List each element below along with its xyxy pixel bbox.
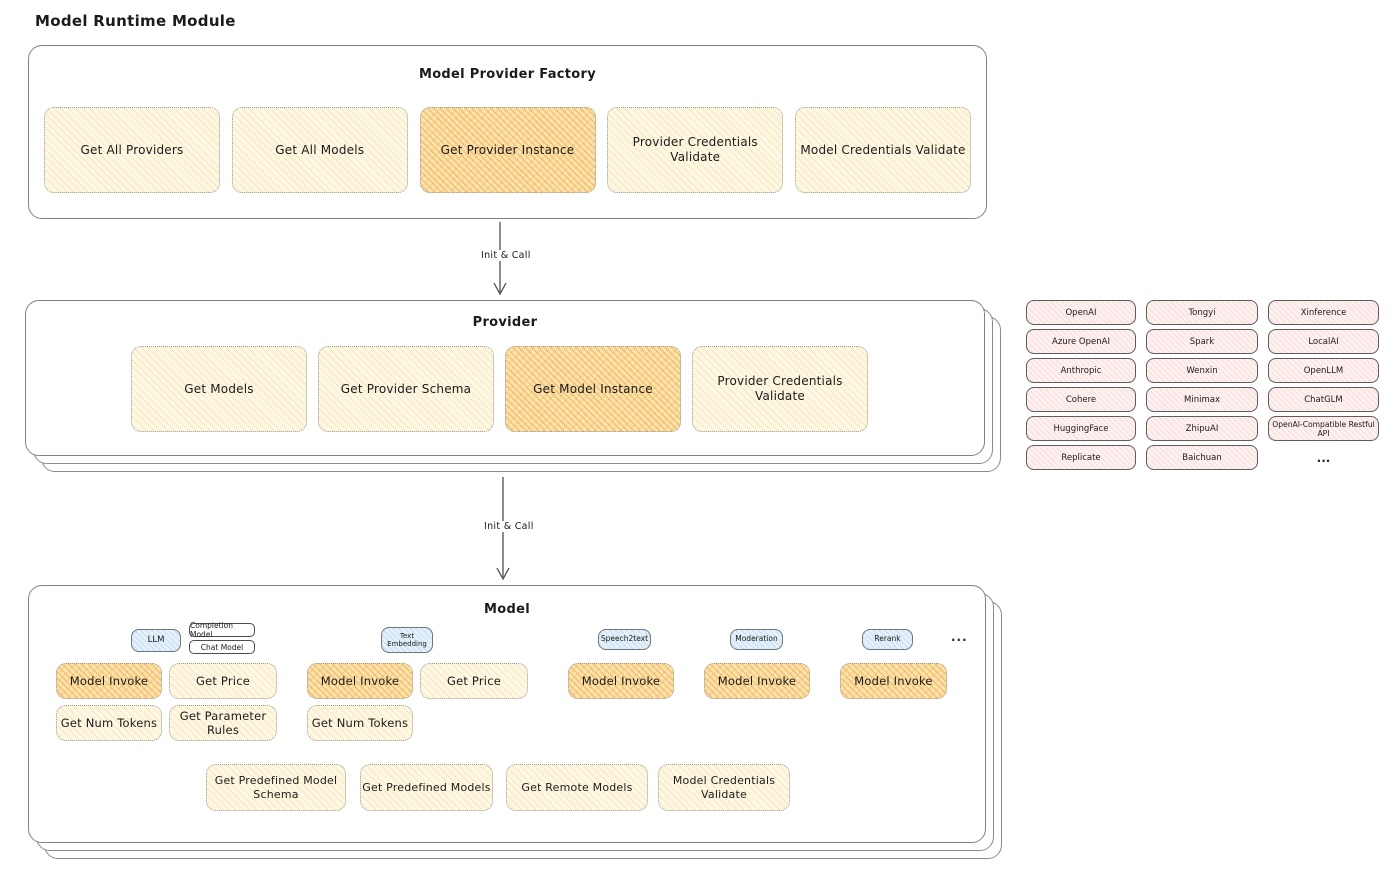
node-embedding-get-price[interactable]: Get Price — [420, 663, 528, 699]
provider-pill-anthropic[interactable]: Anthropic — [1026, 358, 1136, 383]
provider-pill-localai[interactable]: LocalAI — [1268, 329, 1379, 354]
provider-pill-baichuan[interactable]: Baichuan — [1146, 445, 1258, 470]
provider-pill-tongyi[interactable]: Tongyi — [1146, 300, 1258, 325]
provider-panel-title: Provider — [472, 315, 538, 330]
page-title: Model Runtime Module — [35, 12, 236, 30]
model-panel[interactable]: Model LLM Completion Model Chat Model Te… — [28, 585, 1002, 859]
tab-llm[interactable]: LLM — [131, 629, 181, 652]
provider-pill-xinference[interactable]: Xinference — [1268, 300, 1379, 325]
provider-pill-chatglm[interactable]: ChatGLM — [1268, 387, 1379, 412]
node-provider-credentials-validate-2[interactable]: Provider Credentials Validate — [692, 346, 868, 432]
provider-pill-replicate[interactable]: Replicate — [1026, 445, 1136, 470]
tab-text-embedding[interactable]: Text Embedding — [381, 627, 433, 653]
node-model-credentials-validate-2[interactable]: Model Credentials Validate — [658, 764, 790, 811]
node-get-predefined-model-schema[interactable]: Get Predefined Model Schema — [206, 764, 346, 811]
node-get-provider-instance[interactable]: Get Provider Instance — [419, 107, 596, 193]
provider-pill-wenxin[interactable]: Wenxin — [1146, 358, 1258, 383]
tab-completion-model[interactable]: Completion Model — [189, 621, 255, 639]
init-call-label-1: Init & Call — [477, 250, 535, 261]
node-llm-get-num-tokens[interactable]: Get Num Tokens — [56, 705, 162, 741]
node-llm-get-parameter-rules[interactable]: Get Parameter Rules — [169, 705, 277, 741]
node-embedding-model-invoke[interactable]: Model Invoke — [307, 663, 413, 699]
provider-panel[interactable]: Provider Get Models Get Provider Schema … — [25, 300, 1001, 472]
node-moderation-model-invoke[interactable]: Model Invoke — [704, 663, 810, 699]
node-get-models[interactable]: Get Models — [131, 346, 307, 432]
provider-list: OpenAI Tongyi Xinference Azure OpenAI Sp… — [1026, 300, 1379, 470]
model-panel-border: Model LLM Completion Model Chat Model Te… — [28, 585, 986, 843]
tab-chat-model[interactable]: Chat Model — [189, 640, 255, 654]
node-get-remote-models[interactable]: Get Remote Models — [506, 764, 648, 811]
provider-pill-spark[interactable]: Spark — [1146, 329, 1258, 354]
init-call-label-2: Init & Call — [480, 521, 538, 532]
node-get-all-providers[interactable]: Get All Providers — [44, 107, 220, 193]
factory-panel[interactable]: Model Provider Factory Get All Providers… — [28, 45, 987, 219]
node-llm-model-invoke[interactable]: Model Invoke — [56, 663, 162, 699]
tab-moderation[interactable]: Moderation — [730, 629, 783, 650]
provider-pill-cohere[interactable]: Cohere — [1026, 387, 1136, 412]
node-rerank-model-invoke[interactable]: Model Invoke — [840, 663, 947, 699]
model-tabs-more: ... — [951, 630, 968, 644]
provider-pill-openllm[interactable]: OpenLLM — [1268, 358, 1379, 383]
node-provider-credentials-validate[interactable]: Provider Credentials Validate — [607, 107, 784, 193]
node-speech2text-model-invoke[interactable]: Model Invoke — [568, 663, 674, 699]
provider-pill-zhipuai[interactable]: ZhipuAI — [1146, 416, 1258, 441]
provider-pill-azure-openai[interactable]: Azure OpenAI — [1026, 329, 1136, 354]
factory-panel-title: Model Provider Factory — [418, 67, 597, 82]
node-llm-get-price[interactable]: Get Price — [169, 663, 277, 699]
provider-pill-huggingface[interactable]: HuggingFace — [1026, 416, 1136, 441]
node-get-all-models[interactable]: Get All Models — [231, 107, 408, 193]
provider-list-more: ... — [1316, 450, 1331, 465]
model-panel-title: Model — [484, 602, 530, 617]
provider-panel-border: Provider Get Models Get Provider Schema … — [25, 300, 985, 456]
node-embedding-get-num-tokens[interactable]: Get Num Tokens — [307, 705, 413, 741]
node-get-provider-schema[interactable]: Get Provider Schema — [318, 346, 494, 432]
provider-pill-openai[interactable]: OpenAI — [1026, 300, 1136, 325]
tab-rerank[interactable]: Rerank — [862, 629, 913, 650]
node-model-credentials-validate[interactable]: Model Credentials Validate — [795, 107, 971, 193]
tab-speech2text[interactable]: Speech2text — [598, 629, 651, 650]
node-get-model-instance[interactable]: Get Model Instance — [505, 346, 681, 432]
provider-pill-openai-compatible[interactable]: OpenAI-Compatible Restful API — [1268, 416, 1379, 441]
provider-pill-minimax[interactable]: Minimax — [1146, 387, 1258, 412]
node-get-predefined-models[interactable]: Get Predefined Models — [360, 764, 493, 811]
